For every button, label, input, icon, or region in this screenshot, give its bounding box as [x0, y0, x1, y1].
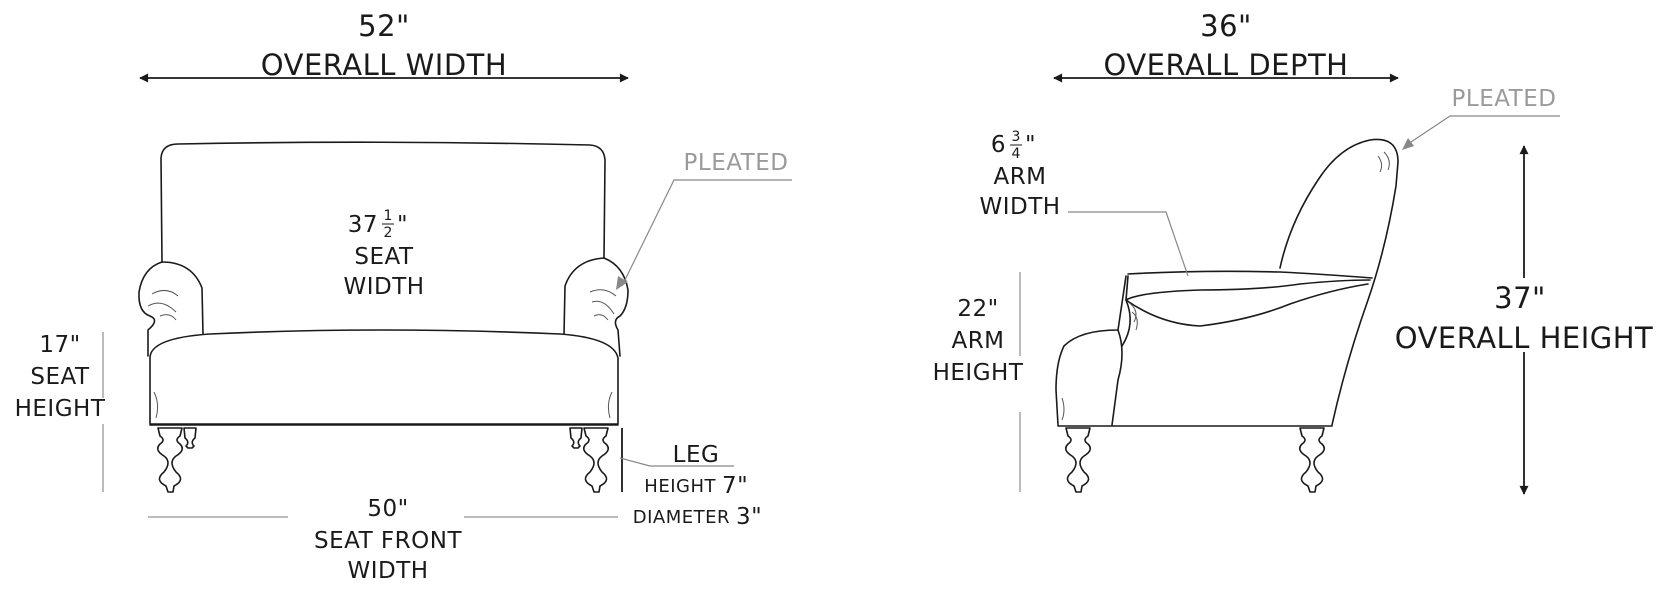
seat-width-label-2: WIDTH: [343, 274, 424, 300]
seat-width-frac-num: 1: [384, 208, 393, 224]
sofa-side-drawing: [1055, 138, 1399, 493]
arm-width-label-1: ARM: [993, 164, 1046, 190]
seat-width-label-1: SEAT: [354, 244, 414, 270]
seat-width-whole: 37: [348, 212, 378, 238]
seat-width-unit: ": [397, 212, 408, 238]
seat-front-width-label-2: WIDTH: [347, 558, 428, 584]
pleated-arrowhead-side: [1402, 138, 1414, 150]
arm-height-value: 22": [957, 296, 998, 322]
sofa-front-drawing: [138, 141, 629, 493]
arm-width-frac-num: 3: [1012, 129, 1021, 145]
arm-width-unit: ": [1025, 132, 1036, 158]
overall-depth-value: 36": [1200, 9, 1252, 43]
leg-height-value: 7": [722, 473, 748, 499]
arm-width-frac-den: 4: [1012, 146, 1021, 162]
arm-width-leader: [1068, 211, 1189, 277]
seat-height-label-1: SEAT: [30, 364, 90, 390]
leg-title: LEG: [673, 442, 720, 468]
seat-height-label-2: HEIGHT: [15, 396, 106, 422]
leg-leader: [619, 457, 734, 467]
seat-width-frac-den: 2: [384, 225, 393, 241]
pleated-label-side: PLEATED: [1452, 86, 1557, 112]
pleated-arrowhead-front: [616, 276, 628, 290]
arm-width-whole: 6: [991, 132, 1006, 158]
pleated-leader-front: [621, 179, 792, 287]
leg-height-label: HEIGHT: [644, 476, 716, 497]
pleated-leader-side: [1407, 115, 1560, 145]
overall-width-value: 52": [358, 9, 410, 43]
arm-width-label-2: WIDTH: [979, 194, 1060, 220]
overall-depth-label: OVERALL DEPTH: [1104, 48, 1349, 82]
leg-diameter-value: 3": [736, 504, 762, 530]
overall-width-label: OVERALL WIDTH: [261, 48, 507, 82]
overall-height-value: 37": [1494, 281, 1546, 315]
arm-height-label-1: ARM: [951, 328, 1004, 354]
front-view: 52" OVERALL WIDTH 37: [15, 9, 792, 584]
pleated-label-front: PLEATED: [684, 150, 789, 176]
arm-height-label-2: HEIGHT: [933, 360, 1024, 386]
side-view: 36" OVERALL DEPTH PLEATED: [933, 9, 1654, 495]
seat-front-width-value: 50": [367, 496, 408, 522]
seat-height-value: 17": [39, 332, 80, 358]
leg-diameter-label: DIAMETER: [633, 507, 730, 528]
seat-front-width-label-1: SEAT FRONT: [314, 528, 462, 554]
overall-height-label: OVERALL HEIGHT: [1395, 321, 1654, 355]
